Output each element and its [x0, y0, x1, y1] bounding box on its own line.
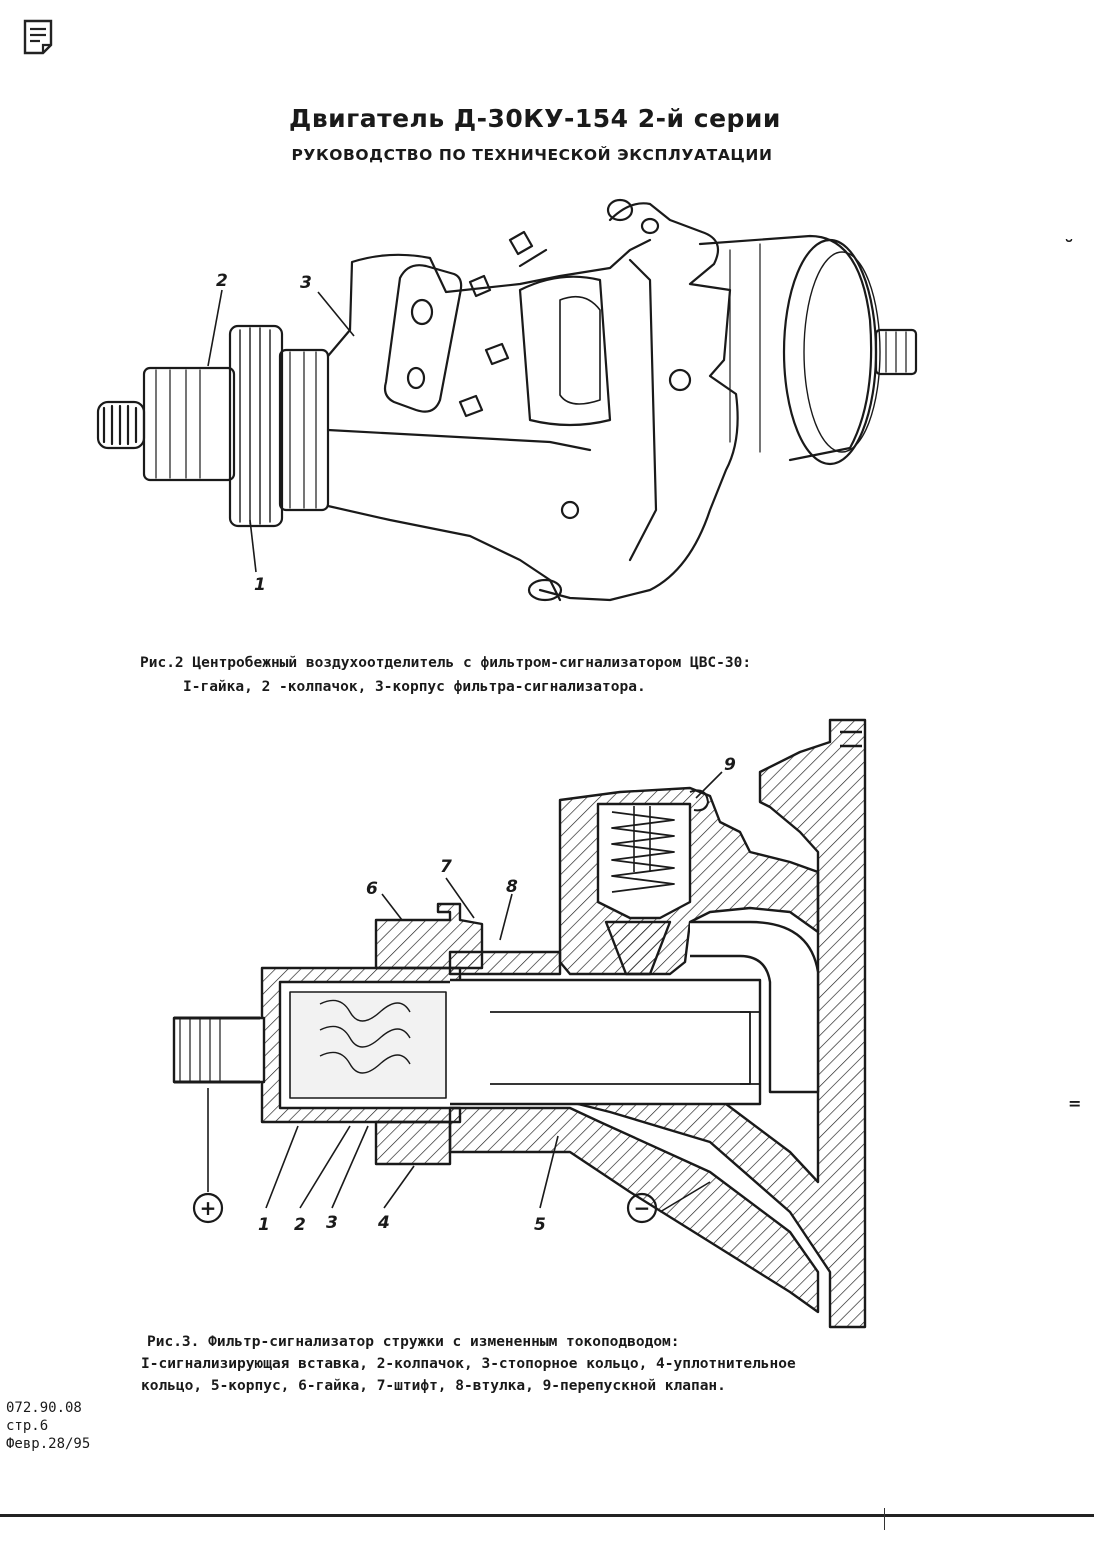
- figure-3-label: 4: [377, 1213, 390, 1233]
- minus-terminal-symbol: −: [634, 1196, 651, 1220]
- page-footer-meta: 072.90.08 стр.6 Февр.28/95: [6, 1399, 90, 1453]
- figure-3-caption-line: Рис.3. Фильтр-сигнализатор стружки с изм…: [147, 1334, 680, 1350]
- revision-date: Февр.28/95: [6, 1436, 91, 1452]
- figure-3-label: 6: [366, 879, 378, 899]
- figure-3-chip-detector-section: 9 6 7 8 1 2 3 4 5 + −: [172, 718, 867, 1329]
- plus-terminal-icon: [192, 1192, 224, 1224]
- figure-3-label: 5: [534, 1215, 546, 1235]
- figure-2-label: 2: [216, 271, 228, 291]
- page-number: стр.6: [6, 1418, 49, 1434]
- figure-3-label: 7: [440, 857, 452, 877]
- document-number: 072.90.08: [6, 1400, 82, 1416]
- page-bottom-tick: [884, 1508, 885, 1530]
- figure-3-caption-line: I-сигнализирующая вставка, 2-колпачок, 3…: [141, 1356, 796, 1372]
- figure-3-caption-line: кольцо, 5-корпус, 6-гайка, 7-штифт, 8-вт…: [141, 1378, 726, 1394]
- scan-mark: ˘: [1064, 236, 1074, 260]
- page-bottom-rule: [0, 1514, 1094, 1517]
- page-subtitle: РУКОВОДСТВО ПО ТЕХНИЧЕСКОЙ ЭКСПЛУАТАЦИИ: [291, 146, 773, 164]
- figure-2-label: 3: [300, 273, 312, 293]
- figure-2-label: 1: [254, 575, 266, 595]
- figure-3-label: 2: [294, 1215, 306, 1235]
- plus-terminal-symbol: +: [200, 1196, 217, 1220]
- figure-3-label: 9: [724, 755, 736, 775]
- figure-2-air-separator-drawing: 2 3 1: [96, 198, 918, 602]
- document-icon: [23, 19, 53, 55]
- figure-2-caption-line: I-гайка, 2 -колпачок, 3-корпус фильтра-с…: [183, 679, 646, 695]
- scan-mark: =: [1068, 1094, 1082, 1113]
- figure-3-label: 3: [326, 1213, 338, 1233]
- figure-2-caption-line: Рис.2 Центробежный воздухоотделитель с ф…: [140, 655, 752, 671]
- figure-3-label: 1: [258, 1215, 270, 1235]
- page-title: Двигатель Д-30КУ-154 2-й серии: [289, 104, 781, 133]
- figure-3-label: 8: [506, 877, 518, 897]
- minus-terminal-icon: [626, 1192, 658, 1224]
